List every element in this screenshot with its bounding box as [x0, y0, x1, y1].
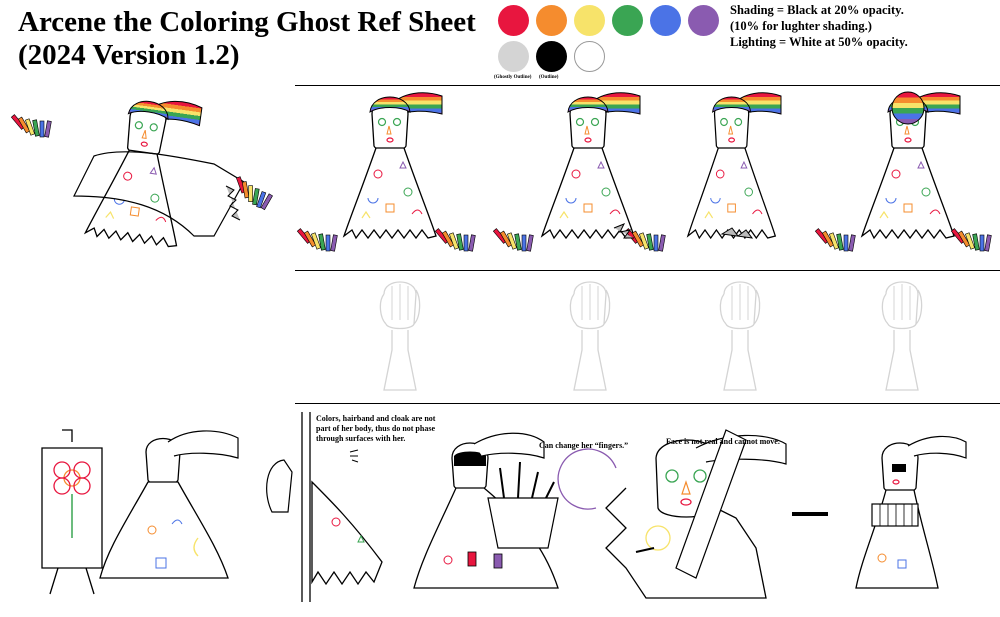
row-divider-1 — [295, 85, 1000, 86]
lighter-shading-note: (10% for lughter shading.) — [730, 19, 872, 33]
ghostly-outline-side — [719, 281, 761, 391]
ghostly-outline-front — [379, 281, 421, 391]
brush-fingers-drawing — [413, 432, 559, 589]
phasing-annotation: Colors, hairband and cloak are not part … — [316, 414, 436, 443]
painting-at-easel-drawing — [41, 429, 239, 595]
swatch-red — [498, 5, 529, 36]
swatch-ghostly-outline — [498, 41, 529, 72]
turnaround-side-drawing — [687, 92, 782, 239]
shading-note: Shading = Black at 20% opacity. — [730, 3, 904, 17]
title-line-1: Arcene the Coloring Ghost Ref Sheet — [18, 6, 476, 38]
turnaround-front-drawing — [297, 92, 476, 252]
turnaround-three-quarter-drawing — [493, 92, 666, 252]
shading-notes: Shading = Black at 20% opacity. (10% for… — [730, 2, 908, 50]
face-annotation: Face is not real and cannot move. — [666, 437, 780, 446]
title-line-2: (2024 Version 1.2) — [18, 39, 240, 71]
hero-pose-drawing — [11, 90, 276, 250]
swatch-green — [612, 5, 643, 36]
color-palette: (Ghostly Outline) (Outline) — [494, 4, 726, 86]
swatch-blue — [650, 5, 681, 36]
page-title: Arcene the Coloring Ghost Ref Sheet (202… — [18, 6, 476, 72]
swatch-orange — [536, 5, 567, 36]
accordion-playing-drawing — [855, 435, 967, 589]
ghostly-outline-three-quarter — [569, 281, 611, 391]
swatch-yellow — [574, 5, 605, 36]
outline-label: (Outline) — [539, 75, 559, 80]
phasing-through-wall-drawing — [266, 412, 383, 602]
swatch-outline — [536, 41, 567, 72]
row-divider-3 — [295, 403, 1000, 404]
lighting-note: Lighting = White at 50% opacity. — [730, 35, 908, 49]
row-divider-2 — [295, 270, 1000, 271]
swatch-fill — [574, 41, 605, 72]
fingers-annotation: Can change her “fingers.” — [539, 441, 629, 450]
turnaround-back-drawing — [815, 91, 992, 252]
fake-face-drawing — [557, 429, 828, 599]
ghostly-outline-label: (Ghostly Outline) — [494, 75, 532, 80]
swatch-purple — [688, 5, 719, 36]
ghostly-outline-back — [881, 281, 923, 391]
